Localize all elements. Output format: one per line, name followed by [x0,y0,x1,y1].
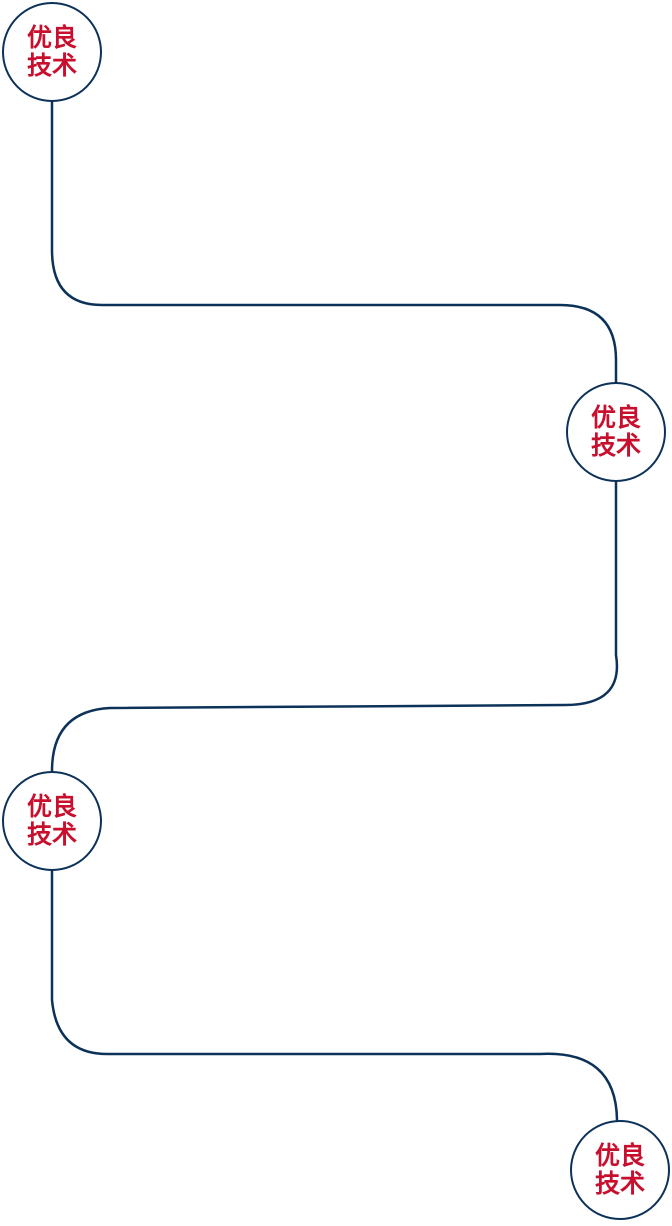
node-badge-4: 优良技术 [570,1120,670,1220]
node-badge-1: 优良技术 [2,2,102,102]
node-badge-2: 优良技术 [566,382,666,482]
connector-line-2-to-3 [50,480,619,773]
node-badge-3: 优良技术 [2,771,102,871]
node-label: 优良技术 [594,1141,645,1198]
node-label: 优良技术 [26,792,77,849]
node-label: 优良技术 [590,403,641,460]
connector-line-3-to-4 [50,869,619,1122]
node-label: 优良技术 [26,23,77,80]
connector-line-1-to-2 [50,100,618,384]
